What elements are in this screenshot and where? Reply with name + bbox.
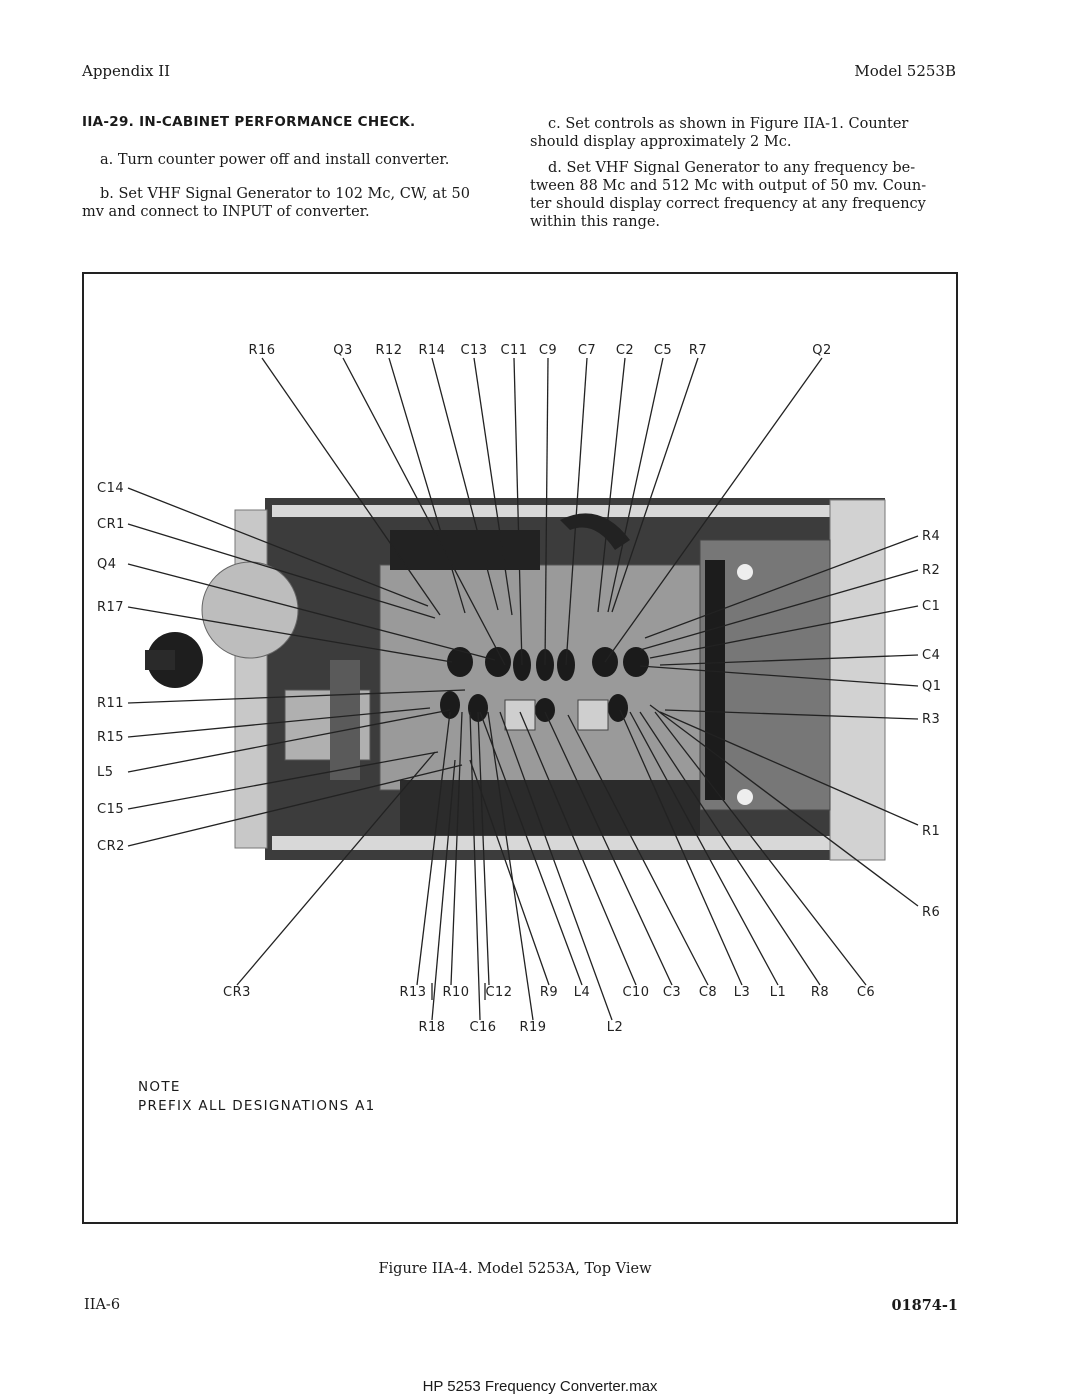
- label-r12: R12: [375, 343, 402, 358]
- header-left: Appendix II: [82, 62, 171, 80]
- label-r9: R9: [540, 985, 558, 1000]
- label-r16: R16: [248, 343, 275, 358]
- label-r14: R14: [418, 343, 445, 358]
- label-r4: R4: [922, 529, 940, 544]
- doc-number: 01874-1: [891, 1297, 958, 1314]
- label-c2: C2: [616, 343, 634, 358]
- step-c-cont: should display approximately 2 Mc.: [530, 134, 792, 150]
- right-labels: R4 R2 C1 C4 Q1 R3 R1 R6: [922, 529, 942, 920]
- label-r3: R3: [922, 712, 940, 727]
- label-q1: Q1: [922, 679, 942, 694]
- header-right: Model 5253B: [854, 62, 956, 80]
- label-r11: R11: [97, 696, 124, 711]
- label-l4: L4: [574, 985, 591, 1000]
- label-l1: L1: [770, 985, 787, 1000]
- right-column: c. Set controls as shown in Figure IIA-1…: [530, 115, 960, 231]
- label-c13: C13: [460, 343, 487, 358]
- label-r2: R2: [922, 563, 940, 578]
- label-r15: R15: [97, 730, 124, 745]
- step-d-cont2: ter should display correct frequency at …: [530, 196, 926, 212]
- label-c4: C4: [922, 648, 940, 663]
- label-cr3: CR3: [223, 985, 251, 1000]
- label-q2: Q2: [812, 343, 832, 358]
- label-c14: C14: [97, 481, 124, 496]
- label-r17: R17: [97, 600, 124, 615]
- label-c7: C7: [578, 343, 596, 358]
- top-labels: R16 Q3 R12 R14 C13 C11 C9 C7 C2 C5 R7 Q2: [248, 343, 831, 358]
- chassis-illustration: [145, 498, 886, 861]
- label-r6: R6: [922, 905, 940, 920]
- step-d: d. Set VHF Signal Generator to any frequ…: [548, 160, 916, 176]
- label-c12: C12: [485, 985, 512, 1000]
- label-c3: C3: [663, 985, 681, 1000]
- label-cr2: CR2: [97, 839, 125, 854]
- label-c15: C15: [97, 802, 124, 817]
- label-l2: L2: [607, 1020, 624, 1035]
- label-c11: C11: [500, 343, 527, 358]
- step-c: c. Set controls as shown in Figure IIA-1…: [548, 116, 909, 132]
- step-b-cont: mv and connect to INPUT of converter.: [82, 204, 370, 220]
- label-r19: R19: [519, 1020, 546, 1035]
- left-column: a. Turn counter power off and install co…: [82, 151, 502, 221]
- figure-frame: [82, 272, 958, 1224]
- bottom-separators: [431, 983, 486, 1000]
- step-d-cont3: within this range.: [530, 214, 661, 230]
- label-q3: Q3: [333, 343, 353, 358]
- bottom-labels-row2: R18 C16 R19 L2: [418, 1020, 624, 1035]
- bottom-labels-row1: CR3 R13 R10 C12 R9 L4 C10 C3 C8 L3 L1 R8…: [223, 985, 875, 1000]
- label-c5: C5: [654, 343, 672, 358]
- step-a: a. Turn counter power off and install co…: [100, 152, 450, 168]
- step-b: b. Set VHF Signal Generator to 102 Mc, C…: [100, 186, 470, 202]
- label-l3: L3: [734, 985, 751, 1000]
- section-title: IIA-29. IN-CABINET PERFORMANCE CHECK.: [82, 114, 416, 130]
- label-c9: C9: [539, 343, 557, 358]
- note-text: PREFIX ALL DESIGNATIONS A1: [138, 1098, 376, 1114]
- label-q4: Q4: [97, 557, 117, 572]
- source-filename: HP 5253 Frequency Converter.max: [422, 1378, 658, 1395]
- label-r18: R18: [418, 1020, 445, 1035]
- left-labels: C14 CR1 Q4 R17 R11 R15 L5 C15 CR2: [97, 481, 125, 854]
- step-d-cont1: tween 88 Mc and 512 Mc with output of 50…: [530, 178, 927, 194]
- label-r10: R10: [442, 985, 469, 1000]
- note-title: NOTE: [138, 1079, 181, 1095]
- label-c10: C10: [622, 985, 649, 1000]
- label-r13: R13: [399, 985, 426, 1000]
- leader-lines: [127, 357, 919, 1021]
- page-number: IIA-6: [84, 1297, 121, 1313]
- label-c1: C1: [922, 599, 940, 614]
- figure-note: NOTE PREFIX ALL DESIGNATIONS A1: [138, 1078, 376, 1116]
- label-c8: C8: [699, 985, 717, 1000]
- label-cr1: CR1: [97, 517, 125, 532]
- label-r1: R1: [922, 824, 940, 839]
- label-l5: L5: [97, 765, 114, 780]
- label-r7: R7: [689, 343, 707, 358]
- figure-caption: Figure IIA-4. Model 5253A, Top View: [378, 1261, 652, 1277]
- label-c6: C6: [857, 985, 875, 1000]
- label-r8: R8: [811, 985, 829, 1000]
- label-c16: C16: [469, 1020, 496, 1035]
